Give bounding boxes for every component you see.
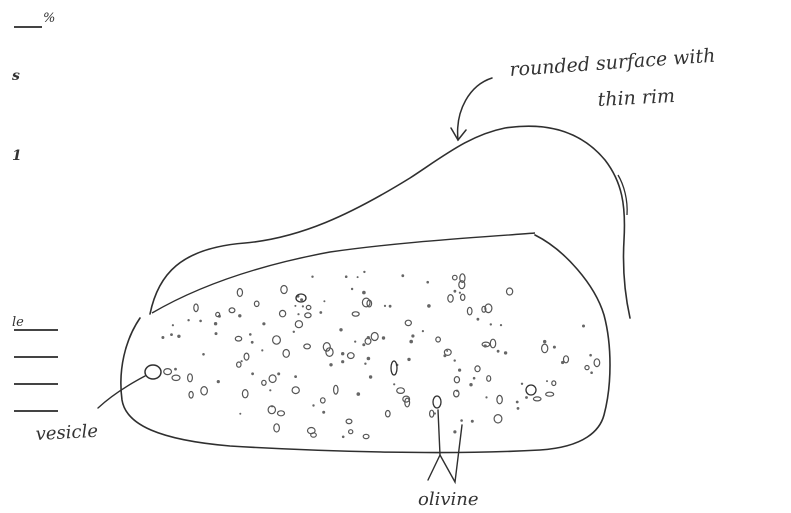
margin-fragment-s: s <box>12 68 20 84</box>
groundmass-speck <box>521 383 523 385</box>
groundmass-speck <box>363 271 365 273</box>
groundmass-speck <box>357 392 361 396</box>
groundmass-speck <box>427 304 431 308</box>
groundmass-speck <box>401 274 404 277</box>
groundmass-speck <box>161 336 164 339</box>
groundmass-speck <box>239 413 241 415</box>
groundmass-speck <box>199 320 202 323</box>
groundmass-speck <box>300 298 303 301</box>
groundmass-speck <box>459 292 461 294</box>
groundmass-speck <box>443 354 446 357</box>
groundmass-speck <box>319 311 322 314</box>
groundmass-speck <box>582 325 585 328</box>
groundmass-speck <box>177 335 180 338</box>
vesicle-label: vesicle <box>35 421 98 445</box>
groundmass-speck <box>251 372 254 375</box>
groundmass-speck <box>490 323 492 325</box>
groundmass-speck <box>312 404 314 406</box>
groundmass-speck <box>261 349 263 351</box>
groundmass-speck <box>174 368 177 371</box>
groundmass-speck <box>517 407 520 410</box>
groundmass-speck <box>409 340 413 344</box>
groundmass-speck <box>367 336 370 339</box>
groundmass-speck <box>293 331 295 333</box>
groundmass-speck <box>302 305 304 307</box>
groundmass-speck <box>500 324 502 326</box>
groundmass-speck <box>170 333 173 336</box>
groundmass-speck <box>473 377 476 380</box>
groundmass-speck <box>294 375 297 378</box>
groundmass-speck <box>297 313 299 315</box>
groundmass-speck <box>215 332 218 335</box>
groundmass-speck <box>469 383 472 386</box>
groundmass-speck <box>454 290 457 293</box>
groundmass-speck <box>477 318 480 321</box>
groundmass-speck <box>187 319 189 321</box>
groundmass-speck <box>345 275 348 278</box>
groundmass-speck <box>411 334 414 337</box>
groundmass-speck <box>277 372 280 375</box>
groundmass-speck <box>485 396 487 398</box>
groundmass-speck <box>217 380 220 383</box>
groundmass-speck <box>249 333 252 336</box>
groundmass-speck <box>553 346 556 349</box>
groundmass-speck <box>351 288 353 290</box>
groundmass-speck <box>364 363 366 365</box>
groundmass-speck <box>389 305 392 308</box>
groundmass-speck <box>426 281 429 284</box>
groundmass-speck <box>342 436 345 439</box>
groundmass-speck <box>460 419 463 422</box>
groundmass-speck <box>214 322 217 325</box>
groundmass-speck <box>471 420 474 423</box>
groundmass-speck <box>525 396 528 399</box>
groundmass-speck <box>454 359 456 361</box>
groundmass-speck <box>543 340 546 343</box>
groundmass-speck <box>362 291 366 295</box>
groundmass-speck <box>341 352 344 355</box>
groundmass-speck <box>369 375 372 378</box>
groundmass-speck <box>269 389 271 391</box>
groundmass-speck <box>262 322 265 325</box>
groundmass-speck <box>453 430 456 433</box>
groundmass-speck <box>384 305 386 307</box>
groundmass-speck <box>589 354 592 357</box>
groundmass-speck <box>251 341 254 344</box>
olivine-label: olivine <box>418 489 479 510</box>
groundmass-speck <box>202 353 205 356</box>
groundmass-speck <box>341 360 344 363</box>
margin-fragment-le: le <box>12 315 24 330</box>
groundmass-speck <box>322 411 325 414</box>
groundmass-speck <box>458 369 461 372</box>
groundmass-speck <box>172 324 174 326</box>
rounded-surface-label-line2: thin rim <box>597 85 675 111</box>
groundmass-speck <box>504 351 507 354</box>
groundmass-speck <box>546 380 548 382</box>
groundmass-speck <box>311 276 313 278</box>
groundmass-speck <box>241 360 243 362</box>
groundmass-speck <box>516 401 519 404</box>
groundmass-speck <box>393 383 395 385</box>
groundmass-speck <box>422 330 424 332</box>
groundmass-speck <box>362 343 365 346</box>
groundmass-speck <box>339 328 342 331</box>
groundmass-speck <box>484 344 487 347</box>
groundmass-speck <box>323 300 325 302</box>
groundmass-speck <box>382 336 385 339</box>
groundmass-speck <box>357 276 359 278</box>
groundmass-speck <box>294 305 296 307</box>
groundmass-speck <box>446 350 448 352</box>
groundmass-speck <box>497 350 500 353</box>
groundmass-speck <box>407 358 410 361</box>
groundmass-speck <box>590 371 593 374</box>
groundmass-speck <box>367 357 371 361</box>
groundmass-speck <box>329 363 332 366</box>
groundmass-speck <box>238 314 241 317</box>
groundmass-speck <box>354 341 356 343</box>
margin-fragment-one: 1 <box>12 148 22 164</box>
margin-fragment-percent: % <box>43 11 55 26</box>
